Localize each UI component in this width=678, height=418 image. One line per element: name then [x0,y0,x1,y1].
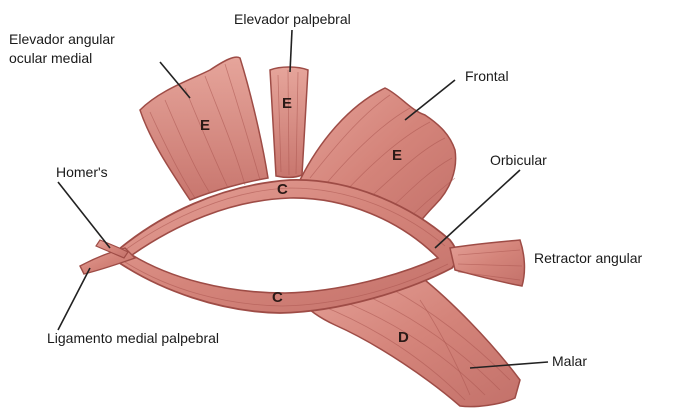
muscle-letter-c-upper: C [277,181,288,198]
muscle-letter-c-lower: C [272,289,283,306]
label-elevador-angular-line1: Elevador angular [9,31,115,48]
muscle-letter-e-center: E [282,95,292,112]
label-elevador-angular-line2: ocular medial [9,50,92,67]
label-elevador-palpebral: Elevador palpebral [234,11,351,28]
retractor-angular-muscle [450,240,524,286]
label-ligamento-medial: Ligamento medial palpebral [47,330,219,347]
label-retractor-angular: Retractor angular [534,250,642,267]
label-orbicular: Orbicular [490,152,547,169]
label-malar: Malar [552,353,587,370]
label-homers: Homer's [56,164,108,181]
muscle-letter-d: D [398,329,409,346]
muscle-letter-e-right: E [392,147,402,164]
muscle-letter-e-left: E [200,117,210,134]
label-frontal: Frontal [465,68,509,85]
elevador-palpebral-muscle [270,67,308,177]
